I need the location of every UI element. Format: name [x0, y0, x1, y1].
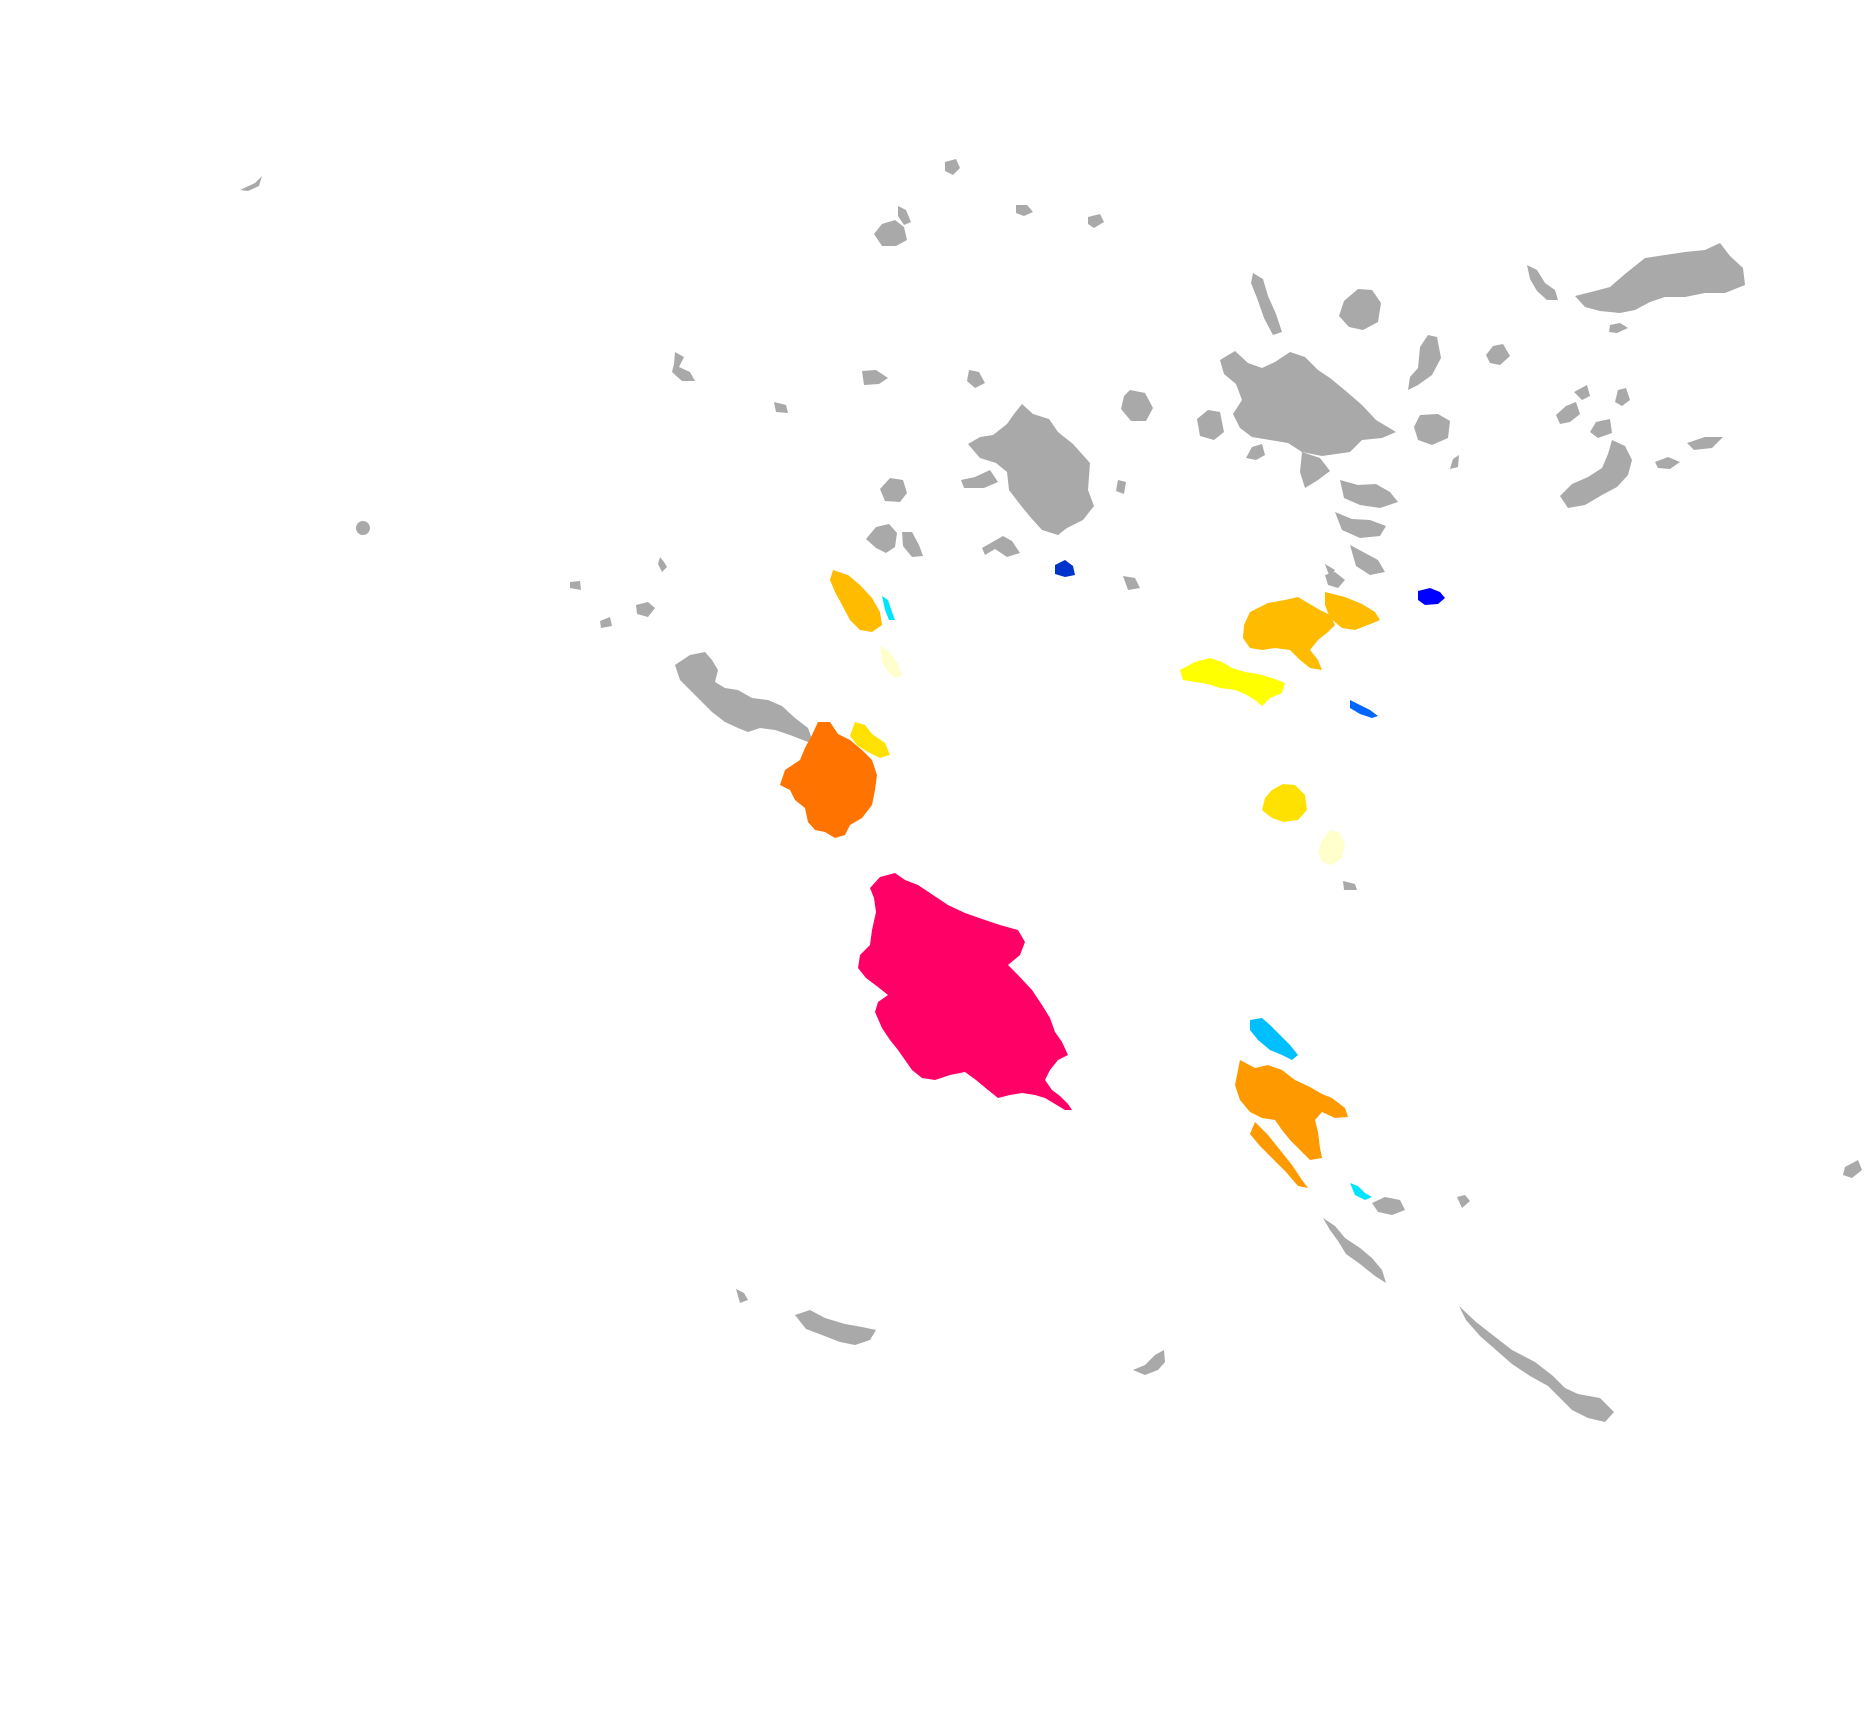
islet-mid-5: [866, 524, 897, 553]
islet-nw-far: [240, 176, 262, 191]
islet-south-3: [1457, 1195, 1470, 1208]
islet-e-14: [1590, 419, 1612, 438]
island-central-spur: [961, 470, 998, 488]
region-sky-south: [1250, 1018, 1298, 1060]
island-east-far: [1560, 440, 1632, 508]
island-east-south-ext: [1300, 452, 1330, 488]
region-yellow-east: [1262, 784, 1307, 822]
island-west-long: [675, 652, 813, 742]
region-cyan-west: [882, 596, 895, 620]
region-amber-west: [830, 570, 882, 632]
region-cyan-south: [1350, 1183, 1372, 1200]
region-large-south: [858, 873, 1072, 1110]
island-east-cluster: [1220, 351, 1396, 456]
region-amber-east: [1243, 597, 1335, 670]
islet-e-17: [1687, 437, 1723, 450]
islet-north-3: [898, 206, 911, 225]
region-blue-east: [1418, 588, 1445, 605]
islet-north-4: [1016, 205, 1033, 216]
region-orange-west: [780, 722, 877, 838]
region-bright-yellow: [1180, 658, 1285, 706]
islet-w-4: [600, 617, 612, 628]
base-land-layer: [240, 159, 1862, 1422]
island-east-tail-2: [1350, 545, 1385, 575]
region-royal-mid: [1055, 560, 1075, 577]
island-south-long-1: [1323, 1218, 1386, 1283]
islet-s-central: [1133, 1350, 1165, 1375]
island-east-lobe: [1340, 480, 1398, 508]
islet-south-2: [1372, 1197, 1405, 1215]
islet-w-5: [636, 602, 655, 617]
islet-e-16: [1655, 457, 1680, 469]
islet-east-6: [1246, 444, 1265, 460]
region-orange-southeast-spur: [1250, 1122, 1308, 1188]
region-yellow-west: [850, 722, 890, 758]
islet-east-9: [1414, 414, 1450, 445]
islet-west-1: [672, 352, 695, 381]
islet-mid-2: [967, 370, 985, 388]
highlight-layer: [780, 560, 1445, 1200]
islet-ne-small: [1609, 323, 1628, 333]
islet-east-8: [1408, 335, 1441, 390]
islet-e-12: [1574, 385, 1590, 400]
islet-mid-8: [1197, 410, 1224, 440]
islet-ne-round: [1339, 289, 1381, 330]
region-pale-east: [1318, 830, 1345, 865]
islet-w-2: [570, 581, 581, 590]
islet-mid-4: [880, 478, 907, 502]
islet-w-3: [658, 557, 667, 572]
islet-e-13: [1556, 402, 1580, 424]
island-sw-long: [795, 1310, 876, 1345]
islet-sw-1: [736, 1289, 748, 1303]
islet-east-11: [1486, 344, 1510, 365]
region-azure-east: [1350, 700, 1378, 718]
region-orange-southeast: [1235, 1060, 1348, 1160]
islet-se-far: [1843, 1160, 1862, 1178]
islet-se-near: [1123, 576, 1140, 590]
island-ne-chain: [1575, 243, 1745, 313]
region-pale-west: [880, 646, 902, 678]
islet-mid-1: [862, 370, 888, 385]
islet-north-1: [945, 159, 960, 175]
islet-north-2: [874, 220, 907, 246]
islet-north-5: [1088, 214, 1104, 228]
island-central-tail: [982, 536, 1020, 557]
islet-e-15: [1615, 388, 1630, 406]
islet-mid-7: [1121, 390, 1153, 421]
islet-east-10: [1450, 455, 1459, 469]
region-amber-east-2: [1325, 592, 1380, 630]
island-east-tail-1: [1335, 512, 1386, 538]
islet-mid-3: [1116, 480, 1126, 494]
islet-west-2: [774, 402, 788, 413]
islet-lone-west: [355, 521, 370, 535]
island-central-big: [968, 404, 1094, 535]
islet-mid-6: [902, 532, 923, 557]
islet-ne-long-1: [1527, 265, 1558, 300]
islet-se-2: [1325, 564, 1335, 578]
islet-south-near: [1343, 881, 1357, 890]
islet-ne-thin: [1251, 273, 1282, 335]
island-south-long-2: [1459, 1306, 1614, 1422]
